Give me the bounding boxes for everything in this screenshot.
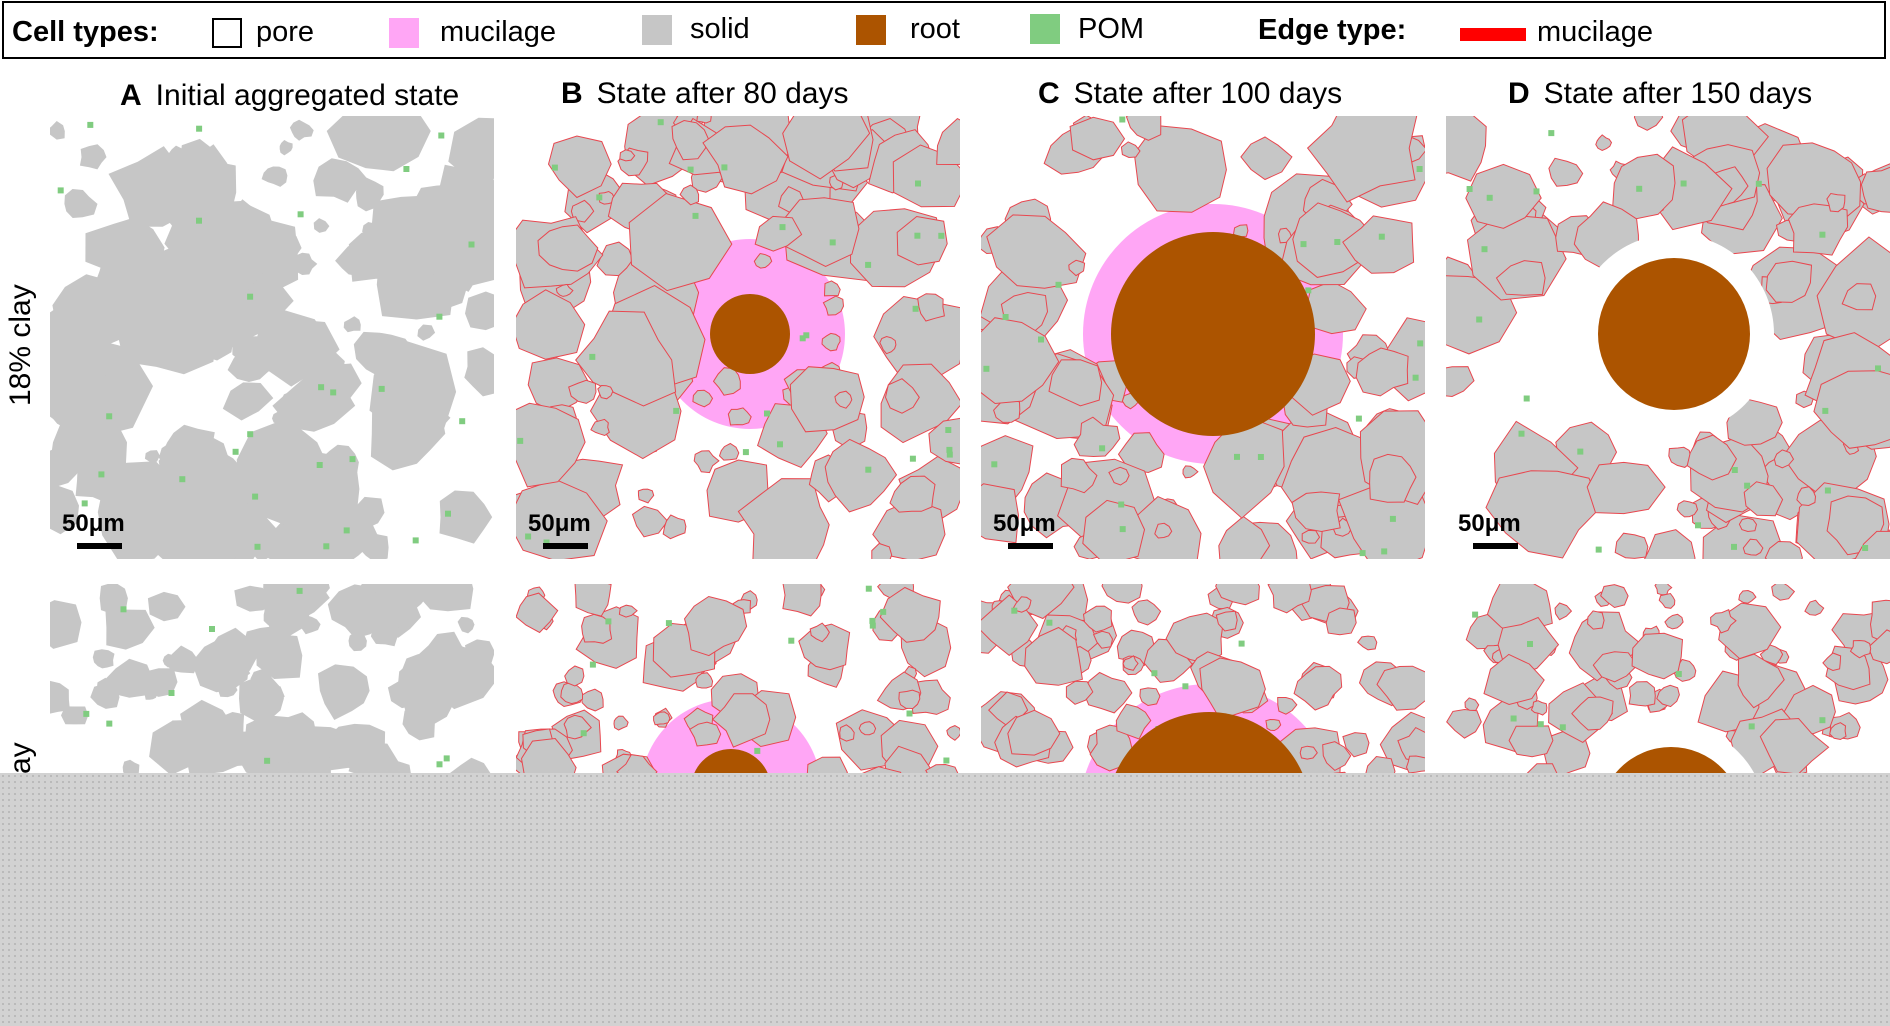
row-label-bottom: ay [4,742,37,774]
mucilage-swatch-icon [389,18,419,48]
row-label-top: 18% clay [4,284,37,406]
scale-label-b: 50μm [528,510,591,537]
scale-label-d: 50μm [1458,510,1521,537]
panel-c-bottom [981,584,1425,773]
scale-bar-a [77,543,122,549]
column-letter-d: D [1508,77,1530,110]
legend-solid-label: solid [690,13,750,45]
edge-type-label: Edge type: [1258,14,1407,46]
scale-label-a: 50μm [62,510,125,537]
legend-mucilage-label: mucilage [440,16,557,48]
microstructure-a-bottom [50,584,494,773]
root-swatch-icon [856,15,886,45]
microstructure-a-top [50,116,494,559]
cell-types-label: Cell types: [12,16,159,48]
panel-b-top [516,116,960,559]
column-title-text-b: State after 80 days [596,77,849,110]
microstructure-d-top [1446,116,1890,559]
legend-pore-label: pore [256,16,315,48]
scale-label-c: 50μm [993,510,1056,537]
panel-a-bottom [50,584,494,773]
microstructure-d-bottom [1446,584,1890,773]
legend-root-label: root [910,13,960,45]
microstructure-c-top [981,116,1425,559]
panel-d-bottom [1446,584,1890,773]
column-title-c: C State after 100 days [1038,76,1342,112]
panel-d-top [1446,116,1890,559]
panel-a-top [50,116,494,559]
solid-swatch-icon [642,15,672,45]
microstructure-b-top [516,116,960,559]
scale-bar-d [1473,543,1518,549]
column-title-b: B State after 80 days [561,76,849,112]
loading-overlay [0,773,1890,1026]
column-title-text-d: State after 150 days [1543,77,1813,110]
red-edge-line-icon [1460,28,1526,41]
column-letter-a: A [120,79,142,112]
panel-c-top [981,116,1425,559]
column-title-d: D State after 150 days [1508,76,1812,112]
pore-swatch-icon [212,18,242,48]
microstructure-c-bottom [981,584,1425,773]
scale-bar-b [543,543,588,549]
legend: Cell types: pore mucilage solid root POM… [2,1,1886,59]
microstructure-b-bottom [516,584,960,773]
column-title-text-a: Initial aggregated state [155,79,460,112]
column-title-text-c: State after 100 days [1073,77,1343,110]
scale-bar-c [1008,543,1053,549]
column-title-a: A Initial aggregated state [120,78,459,114]
pom-swatch-icon [1030,14,1060,44]
legend-pom-label: POM [1078,13,1145,45]
panel-b-bottom [516,584,960,773]
column-letter-b: B [561,77,583,110]
legend-edge-mucilage-label: mucilage [1537,16,1654,48]
column-letter-c: C [1038,77,1060,110]
